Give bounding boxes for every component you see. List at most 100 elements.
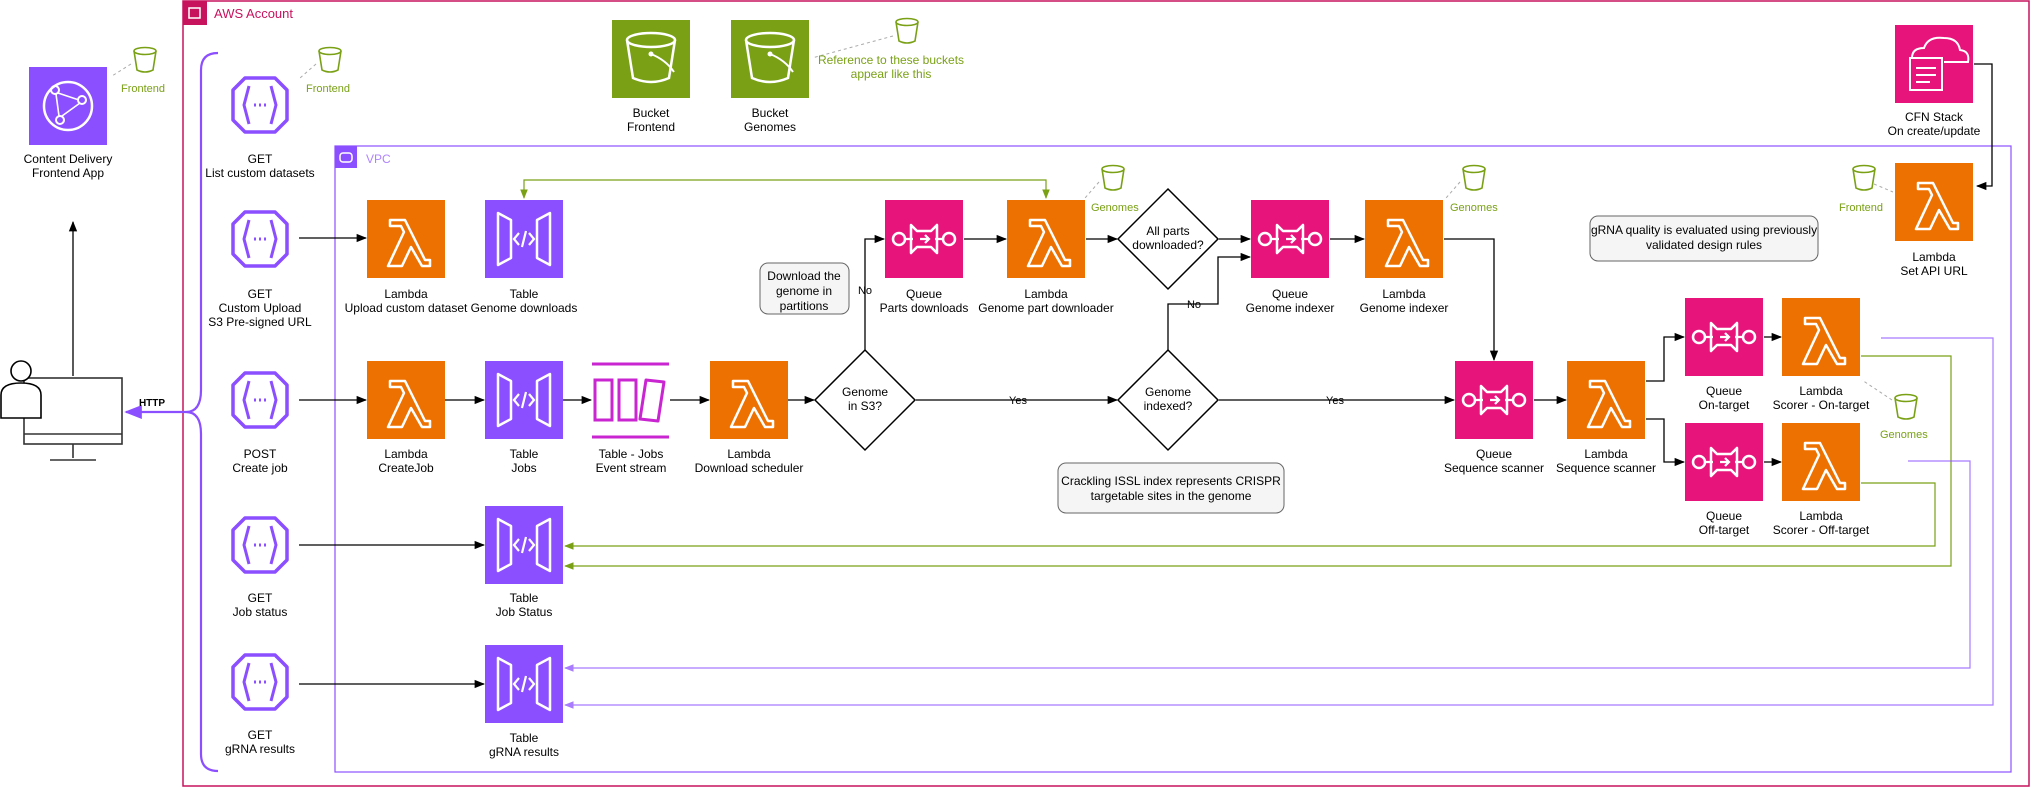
bucket-frontend-label-1: Bucket xyxy=(633,106,670,120)
vpc-icon xyxy=(335,146,357,168)
api-grna-results-method: GET xyxy=(248,728,273,742)
scorer-bucket-ref-label: Genomes xyxy=(1880,429,1928,441)
api-create-job-icon xyxy=(231,371,289,429)
decision-genome-in-s3 xyxy=(813,348,917,452)
queue-parts-downloads-label-1: Queue xyxy=(906,287,942,301)
note-crackling: Crackling ISSL index represents CRISPR t… xyxy=(1057,462,1285,514)
edge-scorer-off-to-job-status xyxy=(564,482,1936,550)
lambda-part-downloader-icon xyxy=(1005,198,1087,280)
stream-jobs-icon xyxy=(592,362,669,439)
decision-all-parts-label-2: downloaded? xyxy=(1132,238,1204,252)
lambda-genome-indexer-label-1: Lambda xyxy=(1382,287,1426,301)
api-bracket xyxy=(185,51,219,773)
bucket-genomes-label-2: Genomes xyxy=(744,120,796,134)
table-job-status-label-2: Job Status xyxy=(496,605,553,619)
api-custom-upload-method: GET xyxy=(248,287,273,301)
bucket-genomes-label-1: Bucket xyxy=(752,106,789,120)
aws-account-icon xyxy=(183,1,207,25)
edges-black xyxy=(299,233,1783,689)
lambda-sequence-scanner-label-2: Sequence scanner xyxy=(1556,461,1656,475)
edge-no-to-parts-queue xyxy=(864,234,886,350)
cdn-bucket-ref-label: Frontend xyxy=(121,83,165,95)
lambda-scorer-on-icon xyxy=(1780,296,1862,378)
api-job-status-method: GET xyxy=(248,591,273,605)
decision-all-parts-downloaded xyxy=(1116,187,1220,291)
decision-genome-indexed xyxy=(1116,348,1220,452)
queue-on-target-label-2: On-target xyxy=(1699,398,1750,412)
lambda-scorer-off-icon xyxy=(1780,421,1862,503)
api-job-status-icon xyxy=(231,516,289,574)
lambda-scorer-on-label-2: Scorer - On-target xyxy=(1773,398,1870,412)
decision-genome-in-s3-label-2: in S3? xyxy=(848,399,882,413)
queue-sequence-scanner-label-1: Queue xyxy=(1476,447,1512,461)
note-download-line-1: Download the xyxy=(767,269,841,283)
scorer-bucket-ref-icon xyxy=(1894,393,1918,420)
note-download-line-2: genome in xyxy=(776,284,832,298)
note-grna-quality: gRNA quality is evaluated using previous… xyxy=(1589,215,1819,262)
lambda-create-job-label-1: Lambda xyxy=(384,447,428,461)
set-api-url-bucket-ref-label: Frontend xyxy=(1839,202,1883,214)
legend-text-2: appear like this xyxy=(851,67,932,81)
note-grna-line-1: gRNA quality is evaluated using previous… xyxy=(1591,223,1817,237)
lambda-sequence-scanner-icon xyxy=(1565,359,1647,441)
edge-not-indexed-to-queue xyxy=(1167,252,1252,350)
cfn-stack-label-1: CFN Stack xyxy=(1905,110,1964,124)
note-download-line-3: partitions xyxy=(780,299,829,313)
table-jobs-label-2: Jobs xyxy=(511,461,536,475)
cfn-stack-node: CFN Stack On create/update xyxy=(1888,25,1981,138)
table-genome-downloads-icon xyxy=(483,198,565,280)
api-bucket-ref-label: Frontend xyxy=(306,83,350,95)
edge-downloader-to-genome-downloads xyxy=(520,179,1050,199)
cdn-bucket-ref-icon xyxy=(133,46,157,73)
lambda-upload-custom-label-1: Lambda xyxy=(384,287,428,301)
edge-scanner-to-off-target xyxy=(1646,418,1686,467)
queue-sequence-scanner-icon xyxy=(1453,359,1535,441)
note-grna-line-2: validated design rules xyxy=(1646,238,1762,252)
lambda-scorer-off-label-2: Scorer - Off-target xyxy=(1773,523,1870,537)
stream-jobs-label-1: Table - Jobs xyxy=(599,447,664,461)
user-icon xyxy=(10,360,32,382)
table-job-status-icon xyxy=(483,504,565,586)
cfn-stack-label-2: On create/update xyxy=(1888,124,1981,138)
edge-label-no-indexed: No xyxy=(1187,299,1201,311)
decision-genome-indexed-label-2: indexed? xyxy=(1144,399,1193,413)
queue-off-target-label-2: Off-target xyxy=(1699,523,1750,537)
lambda-upload-custom-label-2: Upload custom dataset xyxy=(345,301,468,315)
queue-parts-downloads-label-2: Parts downloads xyxy=(880,301,969,315)
table-jobs-label-1: Table xyxy=(510,447,539,461)
lambda-set-api-url-label-1: Lambda xyxy=(1912,250,1956,264)
api-custom-upload-label-2: S3 Pre-signed URL xyxy=(208,315,312,329)
edge-label-no-s3: No xyxy=(858,285,872,297)
decision-genome-in-s3-label-1: Genome xyxy=(842,385,888,399)
queue-sequence-scanner-label-2: Sequence scanner xyxy=(1444,461,1544,475)
api-create-job-method: POST xyxy=(244,447,277,461)
aws-account-title: AWS Account xyxy=(214,6,293,21)
http-label: HTTP xyxy=(139,398,165,409)
lambda-part-downloader-label-2: Genome part downloader xyxy=(978,301,1113,315)
api-job-status-label: Job status xyxy=(233,605,288,619)
table-genome-downloads-label-2: Genome downloads xyxy=(471,301,578,315)
api-list-datasets-icon xyxy=(231,76,289,134)
queue-on-target-label-1: Queue xyxy=(1706,384,1742,398)
vpc-border xyxy=(334,145,2012,773)
queue-on-target-icon xyxy=(1683,296,1765,378)
lambda-part-downloader-label-1: Lambda xyxy=(1024,287,1068,301)
queue-off-target-icon xyxy=(1683,421,1765,503)
vpc-group: VPC xyxy=(334,145,2012,773)
cdn-icon xyxy=(29,67,107,145)
table-grna-results-label-1: Table xyxy=(510,731,539,745)
lambda-download-scheduler-label-2: Download scheduler xyxy=(695,461,804,475)
cdn-label-2: Frontend App xyxy=(32,166,104,180)
note-download-partitions: Download the genome in partitions xyxy=(759,262,850,315)
decision-genome-indexed-label-1: Genome xyxy=(1145,385,1191,399)
genome-indexer-bucket-ref-label: Genomes xyxy=(1450,202,1498,214)
lambda-download-scheduler-icon xyxy=(708,359,790,441)
table-grna-results-icon xyxy=(483,643,565,725)
edge-indexer-to-scanner-queue xyxy=(1444,238,1499,362)
api-list-datasets-label: List custom datasets xyxy=(205,166,314,180)
cdn-node: Content Delivery Frontend App xyxy=(24,67,112,180)
aws-account-border xyxy=(182,0,2030,787)
note-crackling-line-2: targetable sites in the genome xyxy=(1091,489,1252,503)
queue-genome-indexer-label-2: Genome indexer xyxy=(1246,301,1335,315)
